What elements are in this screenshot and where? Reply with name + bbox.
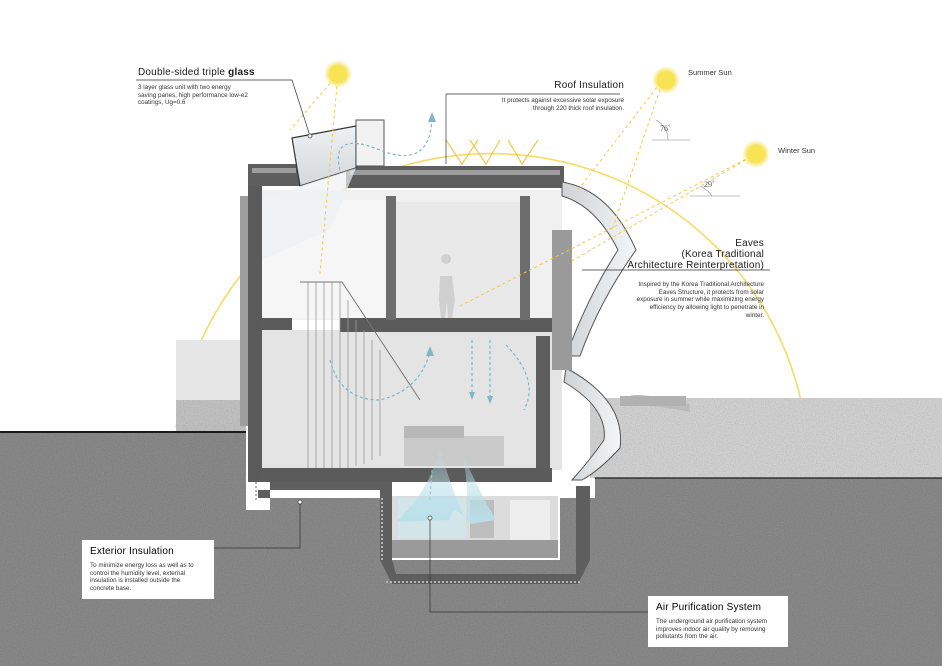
roof-slab-left bbox=[248, 164, 300, 186]
exterior-insulation-body: To minimize energy loss as well as to co… bbox=[90, 562, 194, 593]
air-purification-title: Air Purification System bbox=[656, 602, 762, 613]
eaves-body: Inspired by the Korea Traditional Archit… bbox=[636, 281, 764, 319]
eaves-lower bbox=[563, 367, 622, 481]
person-silhouette bbox=[439, 254, 455, 318]
air-plume bbox=[396, 448, 496, 524]
glass-body: 3 layer glass unit with two energy savin… bbox=[138, 84, 248, 107]
glass-title: Double-sided triple glass bbox=[138, 67, 255, 78]
right-terrain bbox=[590, 398, 942, 478]
glass-annotation: Double-sided triple glass 3 layer glass … bbox=[138, 67, 288, 107]
winter-angle-label: 29˚ bbox=[704, 180, 715, 189]
air-purification-body: The underground air purification system … bbox=[656, 618, 767, 641]
eaves-title-2: (Korea Traditional bbox=[681, 249, 764, 260]
roof-insulation-annotation: Roof Insulation It protects against exce… bbox=[490, 80, 624, 112]
roof-reflection-rays bbox=[445, 139, 539, 166]
summer-angle-label: 76˚ bbox=[660, 124, 671, 133]
column bbox=[386, 196, 396, 320]
left-wall bbox=[248, 164, 262, 482]
stair-balustrade bbox=[307, 282, 381, 468]
eaves-title-1: Eaves bbox=[735, 238, 764, 249]
sun-path-arc bbox=[175, 152, 807, 429]
eaves-annotation: Eaves (Korea Traditional Architecture Re… bbox=[622, 238, 764, 319]
airflow-arrows bbox=[329, 117, 530, 501]
airflow-arrowheads bbox=[426, 112, 493, 404]
roof-insulation-body: It protects against excessive solar expo… bbox=[501, 97, 624, 112]
exterior-insulation-annotation: Exterior Insulation To minimize energy l… bbox=[82, 540, 214, 599]
eaves-title-3: Architecture Reinterpretation) bbox=[627, 260, 764, 271]
roof-insulation-title: Roof Insulation bbox=[554, 80, 624, 91]
eaves-roof bbox=[561, 181, 637, 357]
sofa bbox=[404, 436, 504, 466]
summer-sun-label: Summer Sun bbox=[688, 68, 732, 77]
mid-floor-slab bbox=[340, 318, 562, 332]
roof-slab bbox=[346, 166, 564, 188]
winter-sun-label: Winter Sun bbox=[778, 146, 816, 155]
air-purification-annotation: Air Purification System The underground … bbox=[648, 596, 788, 648]
exterior-insulation-title: Exterior Insulation bbox=[90, 546, 174, 557]
